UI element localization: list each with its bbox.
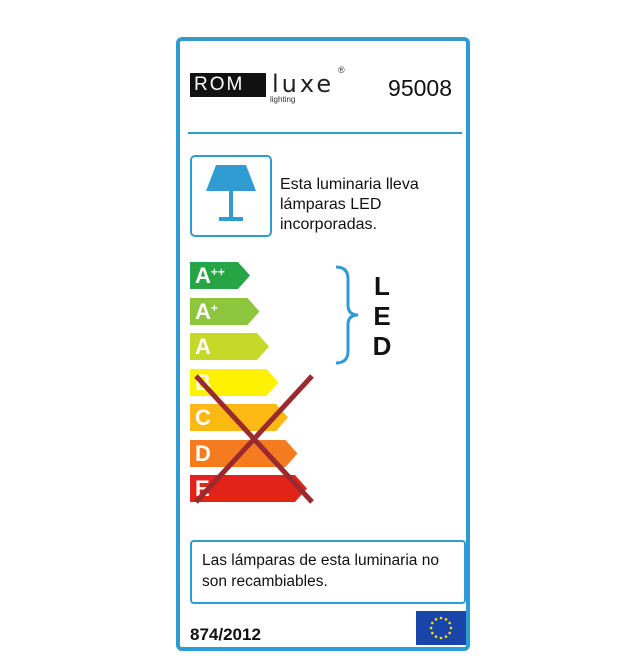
energy-class-arrow	[190, 333, 269, 360]
led-brace-icon	[335, 265, 359, 365]
energy-class-c: C	[190, 404, 288, 431]
energy-class-a-plus: A+	[190, 297, 260, 325]
brand-logo-dark-block: ROM	[190, 73, 266, 97]
lamp-stem	[229, 191, 233, 219]
registered-mark: ®	[338, 65, 345, 75]
energy-class-arrow	[190, 368, 279, 396]
brand-logo: ROM luxe lighting ®	[190, 65, 350, 109]
replaceable-notice-text: Las lámparas de esta luminaria no son re…	[202, 552, 439, 590]
energy-class-letter: D	[195, 440, 211, 466]
led-letter-e: E	[373, 301, 391, 331]
energy-class-letter: C	[195, 405, 211, 430]
crossed-out-classes-mark	[194, 374, 314, 504]
regulation-number: 874/2012	[190, 625, 261, 644]
energy-class-arrow	[190, 262, 250, 289]
energy-class-superscript: +	[210, 300, 218, 315]
eu-star	[439, 616, 443, 620]
energy-class-letter: A	[195, 334, 211, 359]
brand-name-part1: ROM	[194, 74, 245, 95]
eu-flag-icon	[416, 611, 466, 645]
lamp-icon-box	[190, 155, 272, 237]
replaceable-notice-box: Las lámparas de esta luminaria no son re…	[190, 540, 466, 604]
energy-class-arrow	[190, 297, 260, 325]
energy-class-arrow	[190, 404, 288, 431]
eu-star	[439, 636, 443, 640]
eu-star	[448, 631, 451, 635]
energy-class-letter: A+	[195, 298, 218, 324]
eu-star	[431, 631, 434, 635]
cross-line-2	[194, 374, 314, 504]
brand-subtitle: lighting	[270, 95, 296, 104]
eu-star	[449, 626, 453, 630]
eu-star	[429, 626, 433, 630]
eu-star	[444, 635, 448, 638]
eu-star	[431, 621, 434, 625]
lamp-notice-text: Esta luminaria lleva lámparas LED incorp…	[280, 176, 419, 233]
lamp-base	[219, 217, 243, 221]
energy-label-card: ROM luxe lighting ® 95008 Esta luminaria…	[176, 37, 470, 651]
eu-star	[444, 618, 448, 621]
energy-class-a: A	[190, 333, 269, 360]
label-header: ROM luxe lighting ® 95008	[188, 65, 458, 111]
energy-class-a-plus-plus: A++	[190, 262, 250, 289]
eu-star	[434, 618, 438, 621]
eu-star	[434, 635, 438, 638]
product-reference: 95008	[388, 75, 452, 101]
eu-star	[448, 621, 451, 625]
energy-class-arrow	[190, 475, 307, 502]
led-letter-d: D	[372, 331, 392, 361]
table-lamp-icon	[206, 165, 256, 221]
energy-class-superscript: ++	[210, 265, 225, 279]
lamp-shade	[206, 165, 256, 191]
led-label: L E D	[370, 271, 394, 361]
brand-name-part2: luxe	[272, 70, 335, 98]
header-divider	[188, 132, 462, 134]
energy-class-letter: A++	[195, 263, 225, 288]
led-letter-l: L	[374, 271, 390, 301]
